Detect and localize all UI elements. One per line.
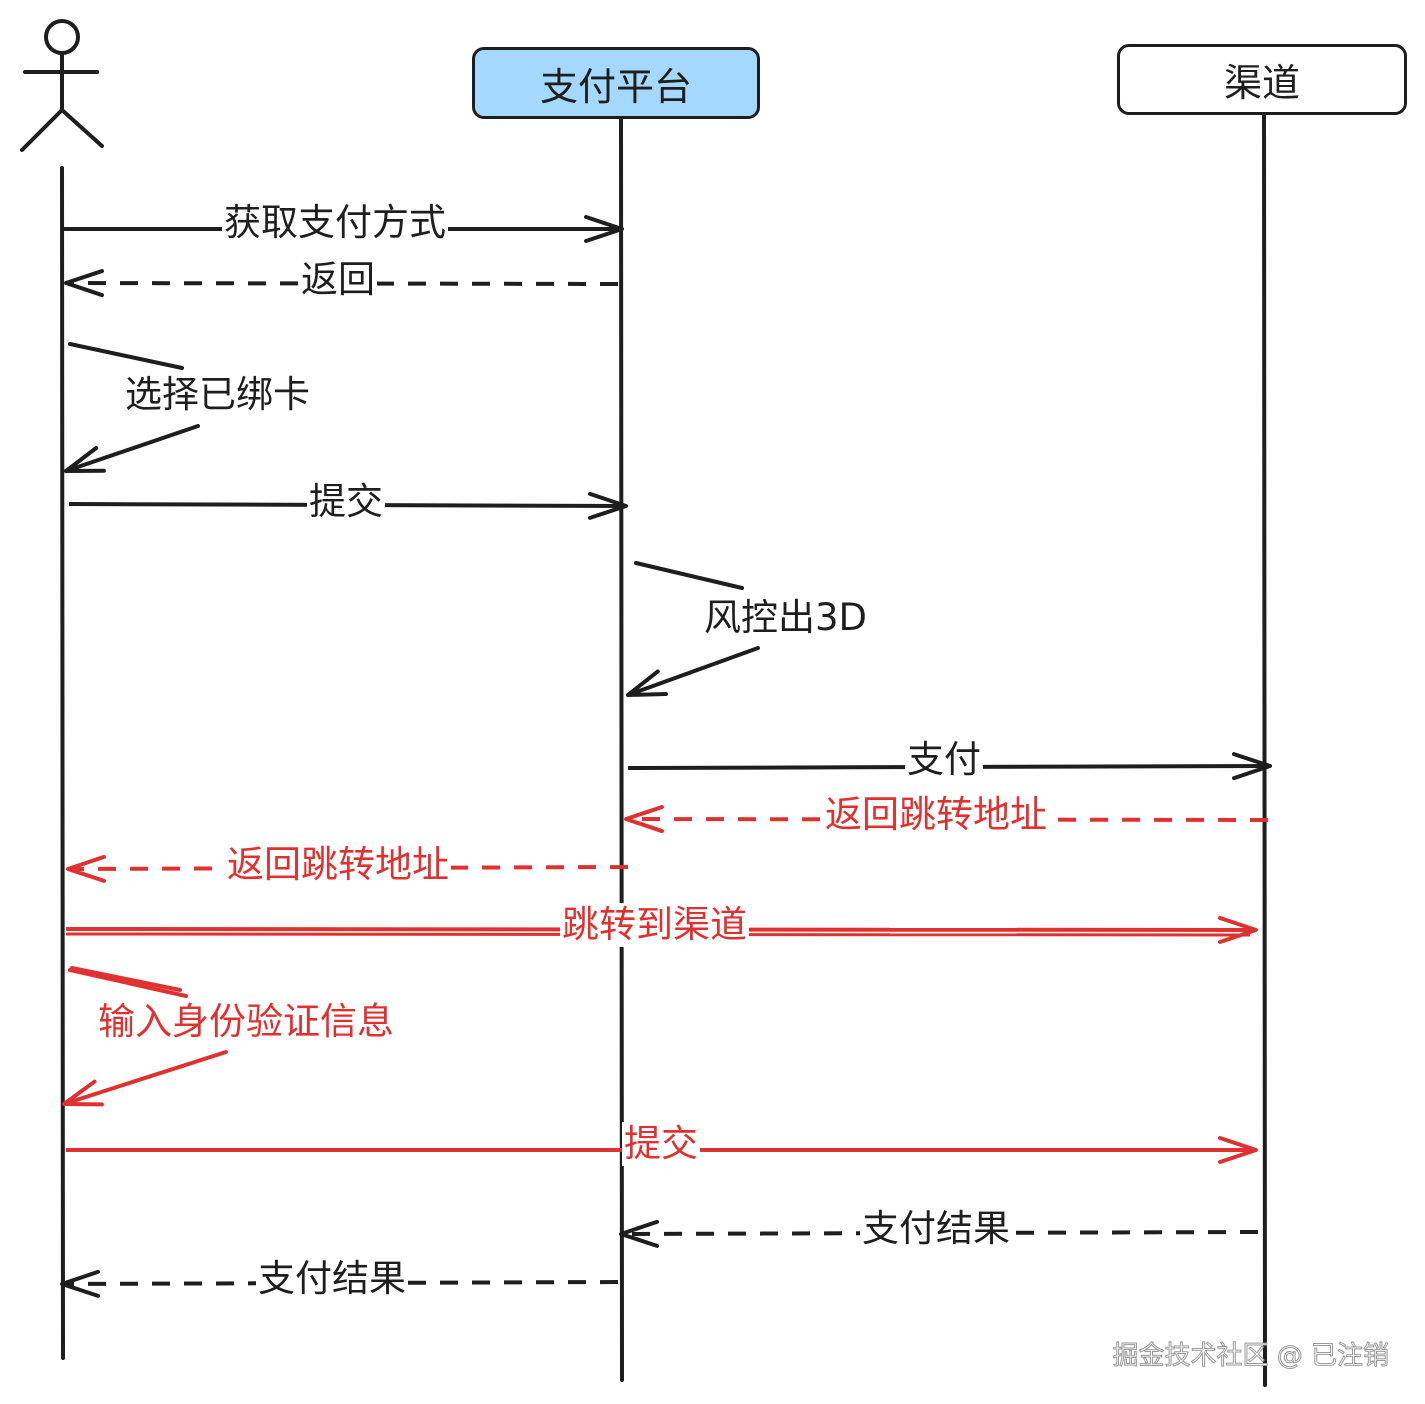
message-label: 返回跳转地址 bbox=[225, 843, 451, 887]
self-arrow-risk-3d bbox=[626, 561, 760, 697]
message-label: 提交 bbox=[307, 480, 385, 524]
user-actor-icon bbox=[20, 19, 104, 152]
participant-channel-label: 渠道 bbox=[1223, 61, 1300, 105]
message-label: 返回跳转地址 bbox=[823, 793, 1049, 837]
self-arrow-enter-auth bbox=[62, 966, 228, 1107]
message-label: 返回 bbox=[299, 258, 377, 302]
self-arrow-select-card bbox=[64, 342, 200, 473]
message-label: 支付结果 bbox=[256, 1257, 408, 1301]
note-label: 输入身份验证信息 bbox=[98, 1000, 394, 1043]
message-label: 支付 bbox=[905, 738, 983, 782]
message-label: 跳转到渠道 bbox=[560, 903, 749, 947]
arrow-return bbox=[64, 269, 619, 298]
user-lifeline bbox=[60, 166, 65, 1360]
note-label: 风控出3D bbox=[704, 596, 868, 639]
participant-channel: 渠道 bbox=[1117, 44, 1407, 115]
participant-platform-label: 支付平台 bbox=[539, 64, 692, 109]
message-label: 提交 bbox=[622, 1122, 700, 1166]
watermark: 掘金技术社区 @ 已注销 bbox=[1112, 1341, 1390, 1372]
message-label: 支付结果 bbox=[860, 1207, 1012, 1251]
arrow-pay-result-2 bbox=[59, 1269, 619, 1298]
note-label: 选择已绑卡 bbox=[125, 373, 310, 416]
arrow-pay-result-1 bbox=[619, 1219, 1259, 1248]
participant-platform: 支付平台 bbox=[472, 47, 760, 119]
platform-lifeline bbox=[619, 118, 624, 1382]
message-label: 获取支付方式 bbox=[222, 201, 448, 245]
channel-lifeline bbox=[1262, 114, 1267, 1387]
